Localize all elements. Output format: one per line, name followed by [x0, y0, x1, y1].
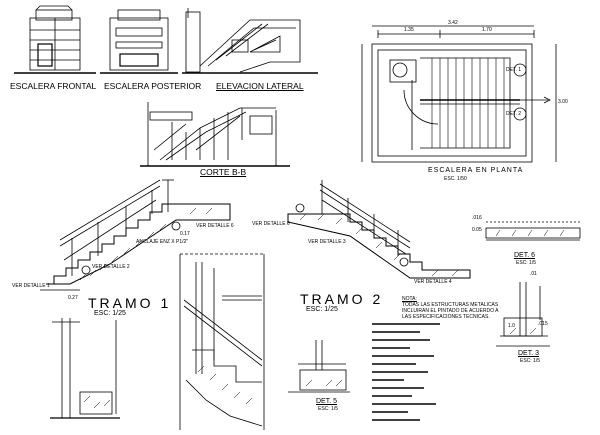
plan-view [361, 25, 557, 163]
callout-det1: VER DETALLE 1 [12, 283, 50, 289]
side-elevation-label: ELEVACION LATERAL [216, 81, 304, 91]
tramo1-elevation [40, 179, 231, 291]
notes-line2: INCLUIRAN EL PINTADO DE ACUERDO A [402, 308, 499, 314]
back-elevation-label: ESCALERA POSTERIOR [104, 81, 202, 91]
det3-scale: ESC: 1/5 [520, 358, 541, 364]
front-elevation [14, 5, 96, 74]
det5-title: DET. 5 [316, 398, 338, 405]
front-elevation-label: ESCALERA FRONTAL [10, 81, 97, 91]
det6-drawing [485, 221, 581, 241]
notes-line3: LAS ESPECIFICACIONES TECNICAS. [402, 314, 490, 320]
det3-title: DET. 3 [518, 350, 540, 357]
dim-plan-b: 1.70 [482, 27, 492, 33]
dim-plan-total: 3.42 [448, 20, 458, 26]
det1-tag: DET. 1 [506, 67, 522, 73]
dim-10: 1.0 [508, 323, 515, 329]
callout-anclaje: ANCLAJE ENZ X P1/2" [136, 239, 189, 245]
det2-tag: DET. 2 [506, 111, 522, 117]
callout-det6-b: VER DETALLE 6 [252, 221, 290, 227]
dim-015: .015 [538, 321, 548, 327]
section-bb-label: CORTE B-B [200, 167, 247, 177]
back-elevation [100, 9, 178, 74]
section-bb [140, 102, 290, 167]
det5-drawing [288, 340, 350, 393]
side-elevation [182, 8, 318, 74]
det3-drawing [496, 282, 550, 347]
plan-scale: ESC. 1/50 [444, 176, 467, 182]
dim-01: .01 [530, 271, 537, 277]
dim-005: 0.05 [472, 227, 482, 233]
notes-line1: TODAS LAS ESTRUCTURAS METALICAS [402, 302, 499, 308]
tramo1-scale: ESC: 1/25 [94, 310, 126, 317]
det5-scale: ESC: 1/5 [318, 406, 339, 412]
callout-det6: VER DETALLE 6 [196, 223, 234, 229]
callout-det2: VER DETALLE 2 [92, 264, 130, 270]
tramo2-elevation [287, 180, 471, 279]
tramo2-title: TRAMO 2 [300, 291, 384, 307]
notes-title: NOTA: [402, 296, 417, 302]
enlarged-stair-detail [179, 253, 265, 430]
notes-list [372, 323, 440, 421]
tramo1-title: TRAMO 1 [88, 295, 172, 311]
dim-plan-a: 1.35 [404, 27, 414, 33]
dim-016: .016 [472, 215, 482, 221]
callout-det4: VER DETALLE 4 [414, 279, 452, 285]
dim-t1-b: 0.17 [180, 231, 190, 237]
det6-scale: ESC: 1/5 [516, 260, 537, 266]
callout-det3: VER DETALLE 3 [308, 239, 346, 245]
tramo1-column-detail [50, 318, 120, 419]
dim-t1-a: 0.27 [68, 295, 78, 301]
plan-label: ESCALERA EN PLANTA [428, 167, 524, 174]
det6-title: DET. 6 [514, 252, 536, 259]
tramo2-scale: ESC: 1/25 [306, 306, 338, 313]
dim-plan-side: 3.00 [558, 99, 568, 105]
